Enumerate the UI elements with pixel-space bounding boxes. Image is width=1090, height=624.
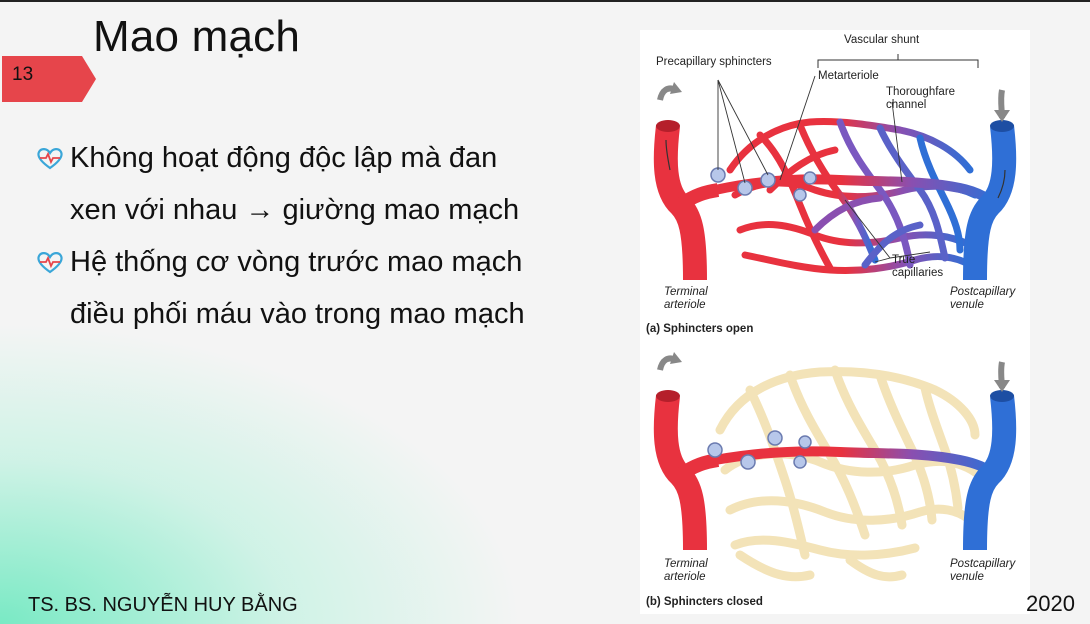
label-terminal-arteriole-a: Terminal arteriole [664,286,708,311]
bullet-text: điều phối máu vào trong mao mạch [70,298,525,330]
label-vascular-shunt: Vascular shunt [844,34,920,46]
capillary-diagram [653,54,1017,582]
bullet-text: Hệ thống cơ vòng trước mao mạch [70,246,523,278]
bullet-list: Không hoạt động độc lập mà đan xen với n… [36,132,616,340]
label-metarteriole: Metarteriole [818,70,879,82]
bullet-item: Hệ thống cơ vòng trước mao mạch [36,236,616,288]
label-postcapillary-venule-b: Postcapillary venule [950,558,1016,583]
slide-number: 13 [12,64,34,85]
caption-b: (b) Sphincters closed [646,596,763,608]
bullet-text: xen với nhau → giường mao mạch [70,194,520,226]
slide-title: Mao mạch [93,12,301,61]
heart-pulse-icon [37,148,63,170]
footer-year: 2020 [1026,591,1075,616]
label-true-capillaries: True capillaries [892,254,944,279]
footer-author: TS. BS. NGUYỄN HUY BẰNG [28,594,298,616]
caption-a: (a) Sphincters open [646,323,754,335]
top-border [0,0,1090,2]
label-thoroughfare-channel: Thoroughfare channel [886,86,956,111]
label-postcapillary-venule-a: Postcapillary venule [950,286,1016,311]
capillary-bed-figure: Vascular shunt Precapillary sphincters M… [640,30,1030,614]
label-precapillary-sphincters: Precapillary sphincters [656,56,772,68]
label-terminal-arteriole-b: Terminal arteriole [664,558,708,583]
heart-pulse-icon [37,252,63,274]
bullet-item: Không hoạt động độc lập mà đan [36,132,616,184]
bullet-continuation: điều phối máu vào trong mao mạch [36,288,616,340]
bullet-continuation: xen với nhau → giường mao mạch [36,184,616,236]
slide-number-tag: 13 [2,56,96,102]
bullet-text: Không hoạt động độc lập mà đan [70,142,498,174]
